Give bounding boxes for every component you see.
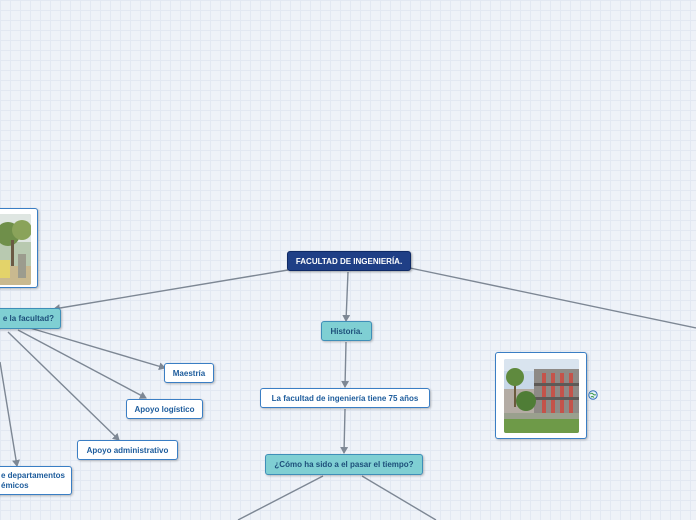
connector-root-historia [346, 272, 348, 321]
como-ha-sido-label: ¿Cómo ha sido a el pasar el tiempo? [274, 460, 413, 469]
apoyo-logistico-label: Apoyo logístico [135, 405, 195, 414]
connector-root-left [54, 270, 288, 309]
departamentos-node[interactable]: e departamentos émicos [0, 466, 72, 495]
apoyo-administrativo-node[interactable]: Apoyo administrativo [77, 440, 178, 460]
globe-icon[interactable] [588, 390, 598, 403]
departamentos-label-line2: émicos [0, 481, 29, 491]
campus-photo-left [0, 214, 31, 285]
apoyo-logistico-node[interactable]: Apoyo logístico [126, 399, 203, 419]
connector-como-right [362, 476, 436, 520]
maestria-node[interactable]: Maestría [164, 363, 214, 383]
como-ha-sido-node[interactable]: ¿Cómo ha sido a el pasar el tiempo? [265, 454, 423, 475]
departamentos-label-line1: e departamentos [1, 471, 65, 481]
connector-left-maestria [30, 328, 165, 368]
facultad-anos-node[interactable]: La facultad de ingeniería tiene 75 años [260, 388, 430, 408]
campus-building-photo [504, 359, 579, 433]
right-image-node[interactable] [495, 352, 587, 439]
left-image-node[interactable] [0, 208, 38, 288]
connector-left-administrativo [8, 332, 119, 440]
connector-root-right [410, 268, 696, 328]
connector-left-logistico [18, 330, 146, 398]
left-question-label: e la facultad? [3, 314, 54, 323]
connector-historia-anos [345, 342, 346, 387]
root-label: FACULTAD DE INGENIERÍA. [296, 257, 402, 266]
facultad-anos-label: La facultad de ingeniería tiene 75 años [272, 394, 419, 403]
connector-anos-como [344, 409, 345, 453]
historia-label: Historia. [330, 327, 362, 336]
historia-node[interactable]: Historia. [321, 321, 372, 341]
connector-como-left [238, 476, 323, 520]
root-node[interactable]: FACULTAD DE INGENIERÍA. [287, 251, 411, 271]
left-question-node[interactable]: e la facultad? [0, 308, 61, 329]
maestria-label: Maestría [173, 369, 205, 378]
apoyo-administrativo-label: Apoyo administrativo [87, 446, 169, 455]
connector-left-departamentos [0, 362, 17, 466]
